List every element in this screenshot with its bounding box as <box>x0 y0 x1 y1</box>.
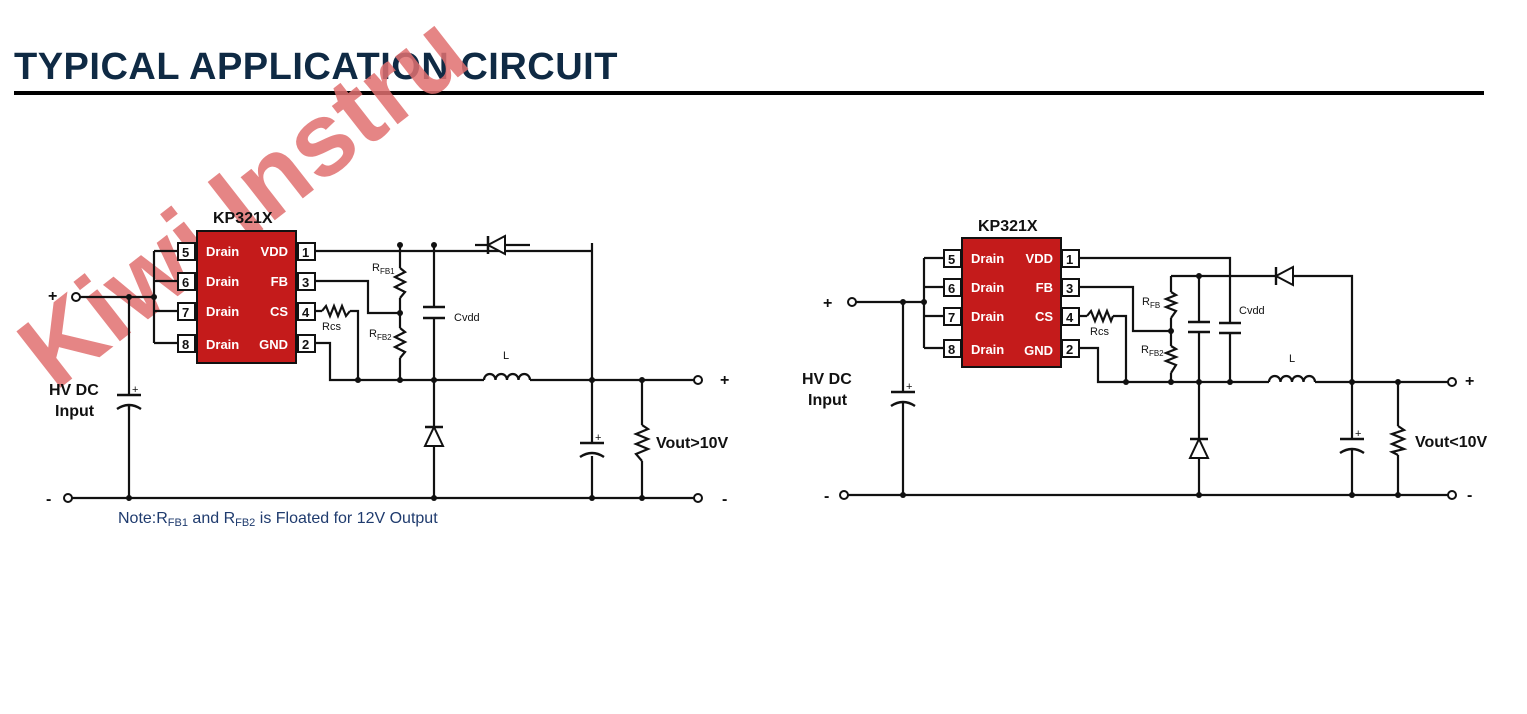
left-note: Note:RFB1 and RFB2 is Floated for 12V Ou… <box>118 510 438 529</box>
right-circuit: KP321X 5 <box>802 218 1488 505</box>
right-output-plus: + <box>1465 373 1474 390</box>
left-input-plus: + <box>48 288 57 305</box>
right-pin-label-fb: FB <box>1036 280 1053 295</box>
right-diode-top <box>1273 265 1294 287</box>
left-pin-num-5: 5 <box>182 245 189 260</box>
right-output-minus: - <box>1467 487 1472 504</box>
left-inductor-label: L <box>503 350 509 362</box>
left-pin-num-7: 7 <box>182 305 189 320</box>
left-inductor <box>482 372 532 381</box>
right-pin-label-cs: CS <box>1035 309 1053 324</box>
left-cvdd-capacitor <box>423 305 445 320</box>
svg-text:+: + <box>595 432 601 444</box>
left-pin-label-gnd: GND <box>259 337 288 352</box>
left-rfb2-label: RFB2 <box>369 328 392 342</box>
left-rfb1-resistor <box>392 267 408 299</box>
right-rfb1-resistor <box>1163 291 1179 319</box>
left-rfb2-resistor <box>392 327 408 359</box>
right-pin-num-5: 5 <box>948 252 955 267</box>
left-vout-label: Vout>10V <box>656 435 729 452</box>
left-output-plus: + <box>720 372 729 389</box>
left-pin-num-3: 3 <box>302 275 309 290</box>
right-vout-label: Vout<10V <box>1415 434 1488 451</box>
left-pin-num-6: 6 <box>182 275 189 290</box>
svg-text:+: + <box>132 384 138 396</box>
right-output-capacitor: + <box>1339 428 1365 455</box>
right-rcs-resistor <box>1086 308 1115 324</box>
left-pin-num-8: 8 <box>182 337 189 352</box>
left-pin-label-fb: FB <box>271 274 288 289</box>
right-wires <box>844 256 1452 497</box>
right-pin-num-8: 8 <box>948 342 955 357</box>
right-pin-num-3: 3 <box>1066 281 1073 296</box>
left-pin-label-drain-6: Drain <box>206 274 239 289</box>
right-input-label-input: Input <box>808 392 848 409</box>
svg-text:+: + <box>1355 428 1361 440</box>
right-pin-label-drain-7: Drain <box>971 309 1004 324</box>
left-pin-num-2: 2 <box>302 337 309 352</box>
right-pin-num-2: 2 <box>1066 342 1073 357</box>
right-pin-boxes <box>943 249 1080 358</box>
right-junctions <box>900 273 1401 498</box>
right-pin-label-drain-5: Drain <box>971 251 1004 266</box>
right-pin-num-1: 1 <box>1066 252 1073 267</box>
right-pin-label-drain-6: Drain <box>971 280 1004 295</box>
left-pin-label-vdd: VDD <box>261 244 288 259</box>
left-input-minus: - <box>46 491 51 508</box>
left-output-capacitor: + <box>579 432 605 459</box>
right-pin-label-gnd: GND <box>1024 343 1053 358</box>
page-title: TYPICAL APPLICATION CIRCUIT <box>14 46 618 88</box>
left-pin-label-drain-5: Drain <box>206 244 239 259</box>
left-output-minus: - <box>722 491 727 508</box>
left-circuit: KP321X <box>46 210 729 529</box>
right-load-resistor <box>1388 425 1408 456</box>
right-diode-vertical <box>1188 436 1210 459</box>
left-load-resistor <box>633 424 651 462</box>
right-rfb2-label: RFB2 <box>1141 344 1164 358</box>
left-pin-num-1: 1 <box>302 245 309 260</box>
left-chip-body <box>196 230 297 364</box>
right-pin-label-drain-8: Drain <box>971 342 1004 357</box>
right-filter-capacitor <box>1188 320 1210 334</box>
right-input-plus: + <box>823 295 832 312</box>
left-rcs-resistor <box>321 303 351 319</box>
right-input-label-hvdc: HV DC <box>802 371 852 388</box>
right-inductor <box>1267 374 1317 383</box>
left-diode-vertical <box>423 424 445 447</box>
right-pin-num-4: 4 <box>1066 310 1074 325</box>
left-terminals <box>63 292 703 503</box>
left-input-label-hvdc: HV DC <box>49 382 99 399</box>
right-pin-label-vdd: VDD <box>1026 251 1053 266</box>
left-pin-label-drain-8: Drain <box>206 337 239 352</box>
title-underline <box>14 91 1484 95</box>
right-rfb2-resistor <box>1163 345 1179 374</box>
right-input-minus: - <box>824 488 829 505</box>
left-rcs-label: Rcs <box>322 321 341 333</box>
left-pin-num-4: 4 <box>302 305 310 320</box>
left-pin-label-cs: CS <box>270 304 288 319</box>
left-input-label-input: Input <box>55 403 95 420</box>
right-terminals <box>839 297 1457 500</box>
left-cvdd-label: Cvdd <box>454 312 480 324</box>
left-rfb1-label: RFB1 <box>372 262 395 276</box>
left-pin-boxes <box>177 242 316 353</box>
left-junctions <box>126 242 645 501</box>
left-input-capacitor: + <box>116 378 142 411</box>
right-pin-num-6: 6 <box>948 281 955 296</box>
left-chip-name: KP321X <box>213 210 273 227</box>
left-diode-top <box>485 234 506 256</box>
right-rfb1-label: RFB <box>1142 296 1160 310</box>
right-pin-num-7: 7 <box>948 310 955 325</box>
svg-text:+: + <box>906 381 912 393</box>
right-chip-name: KP321X <box>978 218 1038 235</box>
left-wires <box>68 236 698 500</box>
right-chip-body <box>961 237 1062 368</box>
left-pin-label-drain-7: Drain <box>206 304 239 319</box>
right-inductor-label: L <box>1289 353 1295 365</box>
right-cvdd-capacitor <box>1219 321 1241 335</box>
right-input-capacitor: + <box>890 381 916 409</box>
right-rcs-label: Rcs <box>1090 326 1109 338</box>
right-cvdd-label: Cvdd <box>1239 305 1265 317</box>
